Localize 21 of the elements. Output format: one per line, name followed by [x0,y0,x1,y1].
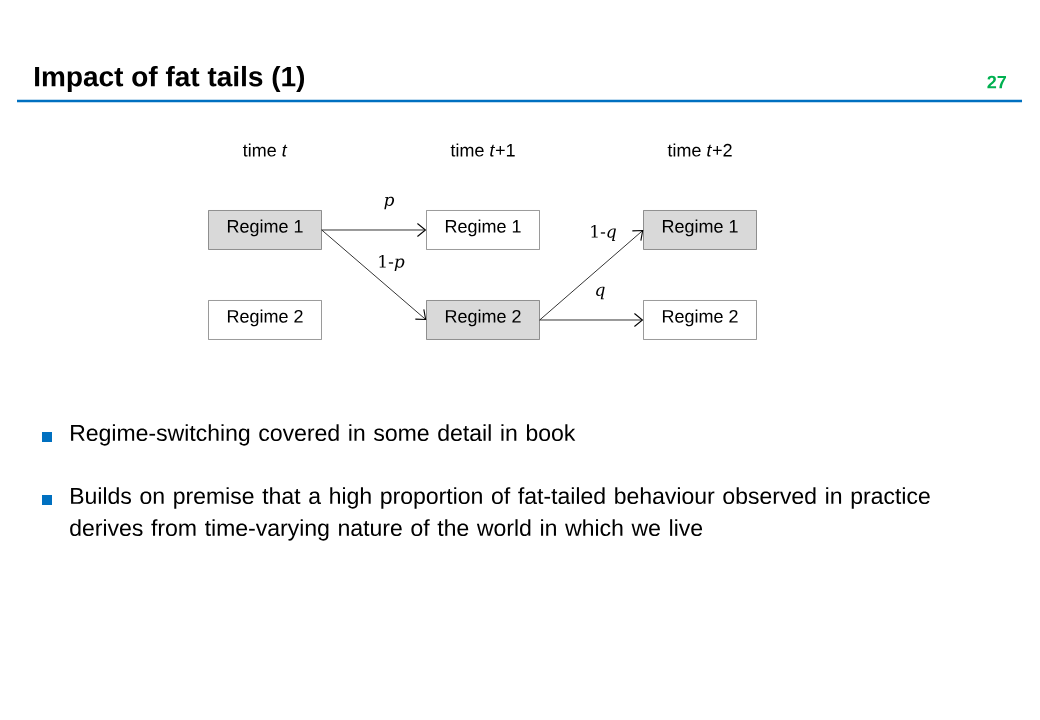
arrow [539,312,644,328]
regime-box: Regime 1 [426,210,540,250]
regime-box: Regime 2 [208,300,322,340]
regime-box: Regime 1 [208,210,322,250]
arrow [539,230,644,321]
regime-box: Regime 1 [643,210,757,250]
time-label: time t+1 [450,143,515,157]
bullet-text: Regime-switching covered in some detail in book [71,424,576,446]
bullet-text: Builds on premise that a high proportion of fat-tailed behaviour observed in practice derives from time-varying nature of the world in which we live [70,487,930,541]
edge-label: p [384,196,395,210]
arrow [321,222,427,238]
page-number: 27 [987,75,1006,89]
time-label: time t+2 [667,143,732,157]
edge-label: q [596,286,605,300]
time-label: time t [242,143,288,157]
regime-box: Regime 2 [426,300,540,340]
regime-box: Regime 2 [643,300,757,340]
arrow [321,229,427,320]
edge-label: 1-q [591,224,616,242]
edge-label: 1-p [379,254,405,272]
slide-title: Impact of fat tails (1) [35,65,305,93]
